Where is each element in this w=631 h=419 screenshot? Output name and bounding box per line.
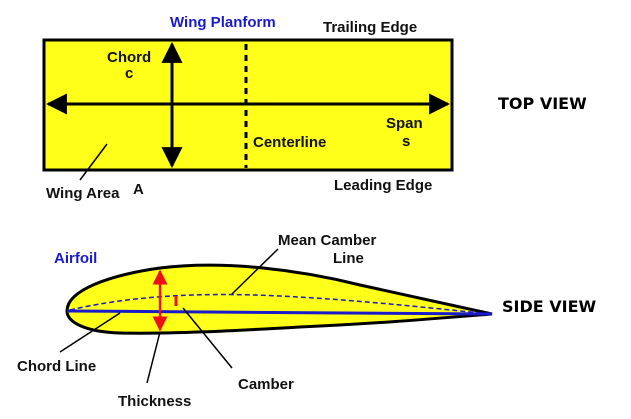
- thickness-label: Thickness: [118, 393, 191, 410]
- mean-camber-line: [69, 293, 491, 315]
- mean-camber-label-line2: Line: [333, 250, 364, 267]
- chord-symbol: c: [125, 65, 133, 82]
- camber-label: Camber: [238, 376, 294, 393]
- top-view-label: TOP VIEW: [498, 94, 587, 113]
- thickness-leader-line: [146, 331, 161, 384]
- camber-leader-line: [182, 307, 233, 369]
- chord-label: Chord: [107, 49, 151, 66]
- side-view-group: Airfoil Mean Camber Line Chord Line Thic…: [17, 232, 597, 410]
- top-view-group: Wing Planform Trailing Edge Leading Edge…: [42, 14, 587, 202]
- mean-camber-label: Mean Camber: [278, 232, 377, 249]
- airfoil-shape: [65, 263, 493, 335]
- chord-line: [66, 309, 493, 316]
- wing-area-label: Wing Area: [46, 185, 120, 202]
- side-view-label: SIDE VIEW: [502, 297, 597, 316]
- centerline-label: Centerline: [253, 134, 326, 151]
- trailing-edge-label: Trailing Edge: [323, 19, 417, 36]
- chord-line-label: Chord Line: [17, 358, 96, 375]
- span-symbol: s: [402, 133, 410, 150]
- wing-area-symbol: A: [133, 181, 144, 198]
- chord-line-leader-line: [59, 312, 121, 353]
- leading-edge-label: Leading Edge: [334, 177, 432, 194]
- airfoil-label: Airfoil: [54, 250, 97, 267]
- span-label: Span: [386, 115, 423, 132]
- wing-planform-title: Wing Planform: [170, 14, 276, 31]
- wing-area-leader-line: [79, 143, 108, 181]
- mean-camber-leader-line: [231, 248, 279, 295]
